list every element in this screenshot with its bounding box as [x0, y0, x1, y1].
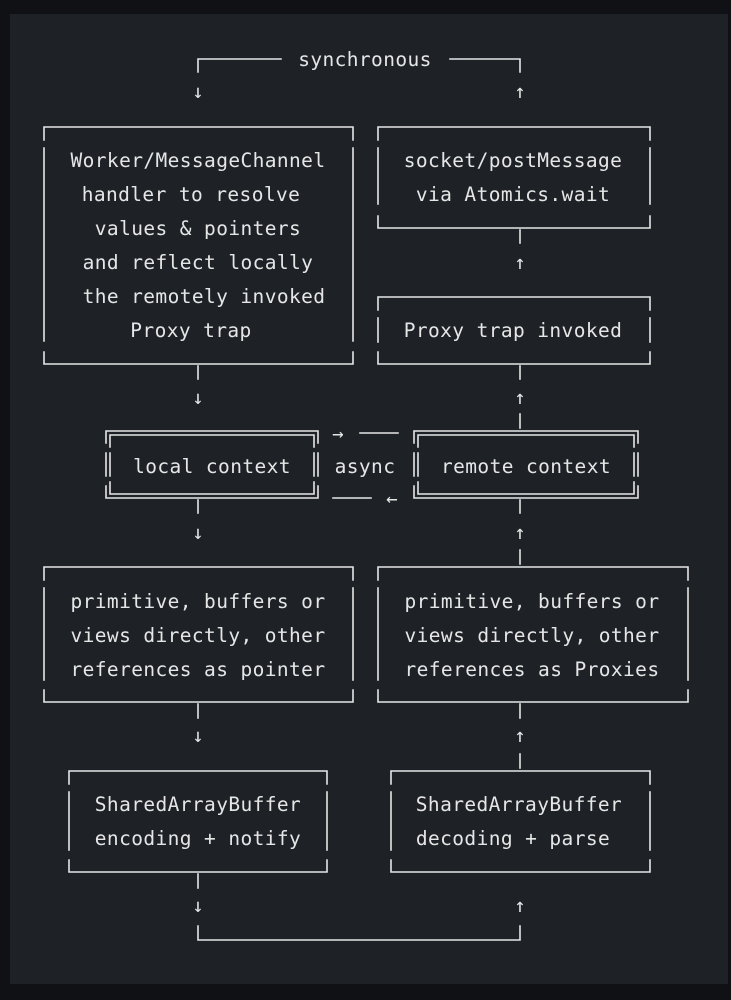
local-context-label: local context: [133, 455, 291, 478]
sab-encode-line-1: SharedArrayBuffer: [95, 793, 301, 816]
async-label: async: [335, 455, 396, 478]
async-arrow-left: ←: [386, 488, 397, 510]
proxy-trap-label: Proxy trap invoked: [404, 319, 623, 342]
socket-post-line-2: via Atomics.wait: [416, 183, 610, 206]
local-refs-box: primitive, buffers or views directly, ot…: [43, 566, 354, 703]
arrow-down-to-sab-encode: ↓: [192, 725, 203, 747]
socket-post-line-1: socket/postMessage: [404, 149, 623, 172]
sync-arrow-down: ↓: [192, 81, 203, 103]
sync-line-left: [197, 58, 282, 73]
arrow-up-to-remote-context: ↑: [514, 522, 525, 544]
proxy-trap-box: Proxy trap invoked: [377, 296, 651, 365]
arrow-down-to-local-refs: ↓: [192, 522, 203, 544]
worker-handler-line-1: Worker/MessageChannel: [71, 149, 326, 172]
worker-handler-line-2: handler to resolve: [82, 183, 301, 206]
sab-encode-line-2: encoding + notify: [95, 827, 301, 850]
sab-decode-line-2: decoding + parse: [416, 827, 610, 850]
sab-decode-box: SharedArrayBuffer decoding + parse: [390, 770, 651, 873]
remote-refs-box: primitive, buffers or views directly, ot…: [377, 566, 689, 703]
local-refs-line-2: views directly, other: [71, 624, 326, 647]
diagram-panel: [10, 14, 728, 984]
worker-handler-line-4: and reflect locally: [83, 251, 314, 274]
sab-encode-box: SharedArrayBuffer encoding + notify: [68, 770, 328, 873]
worker-handler-line-5: the remotely invoked: [83, 285, 326, 308]
arrow-up-to-socket: ↑: [514, 252, 525, 274]
remote-refs-line-2: views directly, other: [405, 624, 660, 647]
local-refs-line-3: references as pointer: [71, 658, 326, 681]
local-context-box: local context: [105, 430, 319, 499]
worker-handler-line-6: Proxy trap: [130, 319, 251, 342]
sync-arrow-up: ↑: [514, 81, 525, 103]
sab-decode-line-1: SharedArrayBuffer: [416, 793, 622, 816]
remote-context-label: remote context: [441, 455, 611, 478]
synchronous-loop: synchronous ↓ ↑: [192, 48, 525, 103]
async-arrow-right: →: [332, 423, 343, 445]
worker-handler-line-3: values & pointers: [95, 217, 301, 240]
arrow-up-to-remote-refs: ↑: [514, 725, 525, 747]
bottom-connector: [197, 925, 521, 941]
worker-handler-box: Worker/MessageChannel handler to resolve…: [43, 126, 354, 365]
async-channel: → async ←: [332, 423, 399, 510]
remote-refs-line-3: references as Proxies: [405, 658, 660, 681]
sync-line-right: [449, 58, 521, 73]
bottom-loop: ↓ ↑: [192, 873, 526, 941]
local-refs-line-1: primitive, buffers or: [71, 590, 326, 613]
arrow-up-bottom: ↑: [514, 895, 525, 917]
remote-context-box: remote context: [413, 430, 639, 499]
synchronous-label: synchronous: [298, 48, 432, 71]
arrow-down-bottom: ↓: [192, 895, 203, 917]
arrow-down-to-local: ↓: [192, 387, 203, 409]
arrow-up-to-proxy-trap: ↑: [514, 387, 525, 409]
socket-post-box: socket/postMessage via Atomics.wait: [377, 126, 651, 229]
remote-refs-line-1: primitive, buffers or: [405, 590, 660, 613]
